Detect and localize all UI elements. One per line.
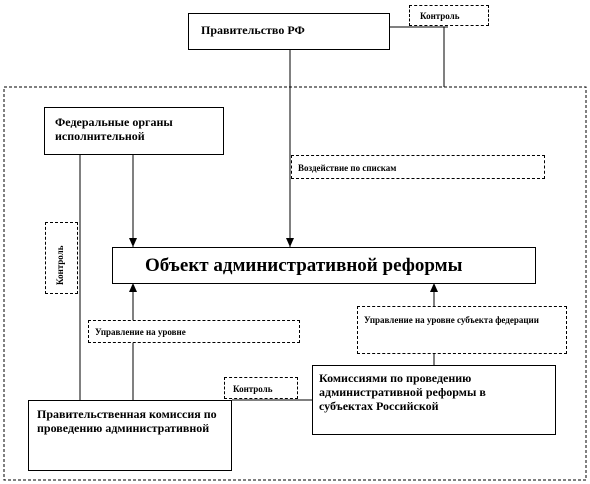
government-commission-box: Правительственная комиссия по проведению… [28, 400, 232, 471]
federal-bodies-label: Федеральные органы исполнительной [55, 115, 173, 143]
influence-box: Воздействие по спискам [291, 155, 545, 179]
control-bottom-label: Контроль [233, 384, 273, 394]
management-level-box: Управление на уровне [88, 320, 300, 343]
government-label: Правительство РФ [201, 23, 305, 37]
management-level-label: Управление на уровне [95, 327, 186, 337]
regional-commissions-box: Комиссиями по проведению административно… [312, 365, 556, 435]
management-subject-label: Управление на уровне субъекта федерации [364, 315, 539, 325]
regional-commissions-label: Комиссиями по проведению административно… [319, 371, 486, 413]
control-left-box: Контроль [45, 222, 78, 294]
control-bottom-box: Контроль [224, 377, 298, 399]
control-left-label: Контроль [55, 245, 65, 286]
federal-bodies-box: Федеральные органы исполнительной [44, 107, 224, 155]
reform-object-label: Объект административной реформы [145, 255, 463, 276]
government-box: Правительство РФ [188, 13, 390, 50]
reform-object-box: Объект административной реформы [112, 247, 536, 284]
management-subject-box: Управление на уровне субъекта федерации [357, 306, 567, 354]
outer-frame [3, 86, 587, 481]
control-top-label: Контроль [420, 11, 460, 21]
control-top-box: Контроль [409, 5, 489, 26]
government-commission-label: Правительственная комиссия по проведению… [37, 407, 217, 435]
influence-label: Воздействие по спискам [298, 163, 397, 173]
